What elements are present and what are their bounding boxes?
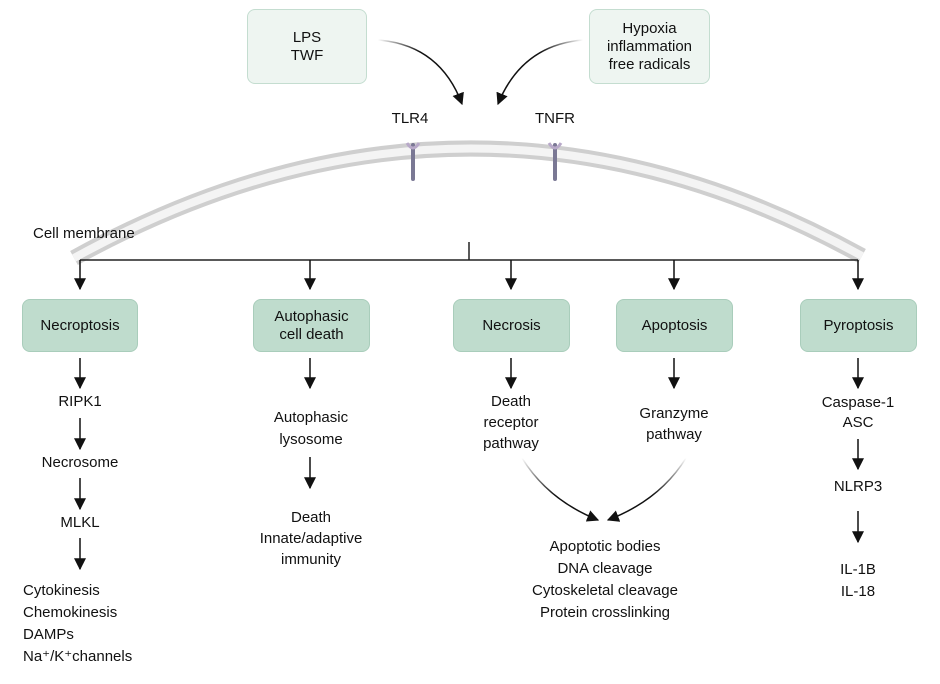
outcome-apoptosis-necrosis: Apoptotic bodies DNA cleavage Cytoskelet…: [532, 538, 678, 621]
receptor-tlr4-icon: [405, 142, 421, 181]
outcome-pyroptosis: IL-1B IL-18: [840, 561, 876, 600]
category-box-autophasic: Autophasic cell death: [253, 299, 370, 352]
category-box-necroptosis: Necroptosis: [22, 299, 138, 352]
receptor-label-tnfr: TNFR: [535, 110, 575, 127]
step-nlrp3: NLRP3: [833, 478, 883, 495]
outcome-autophasic: Death Innate/adaptive immunity: [259, 509, 363, 568]
step-autophasic-lysosome: Autophasic lysosome: [273, 409, 349, 448]
input-box-lps-twf: LPS TWF: [247, 9, 367, 84]
step-granzyme-pathway: Granzyme pathway: [639, 405, 709, 443]
category-box-apoptosis: Apoptosis: [616, 299, 733, 352]
outcome-necroptosis: Cytokinesis Chemokinesis DAMPs Na⁺/K⁺cha…: [23, 582, 133, 665]
membrane-label: Cell membrane: [33, 225, 135, 242]
input-box-hypoxia: Hypoxia inflammation free radicals: [589, 9, 710, 84]
step-ripk1: RIPK1: [58, 393, 102, 410]
converge-arrow-necrosis: [521, 457, 600, 522]
receptor-label-tlr4: TLR4: [391, 110, 429, 127]
input-arrow-lps: [377, 39, 464, 106]
category-box-pyroptosis: Pyroptosis: [800, 299, 917, 352]
category-box-necrosis: Necrosis: [453, 299, 570, 352]
step-necrosome: Necrosome: [41, 454, 119, 471]
cell-membrane-highlight: [72, 144, 864, 262]
step-caspase1-asc: Caspase-1 ASC: [821, 394, 895, 431]
converge-arrow-apoptosis: [606, 457, 687, 522]
step-mlkl: MLKL: [60, 514, 100, 531]
receptor-tnfr-icon: [547, 142, 563, 181]
input-arrow-hypoxia: [496, 39, 584, 106]
step-death-receptor-pathway: Death receptor pathway: [483, 393, 539, 452]
